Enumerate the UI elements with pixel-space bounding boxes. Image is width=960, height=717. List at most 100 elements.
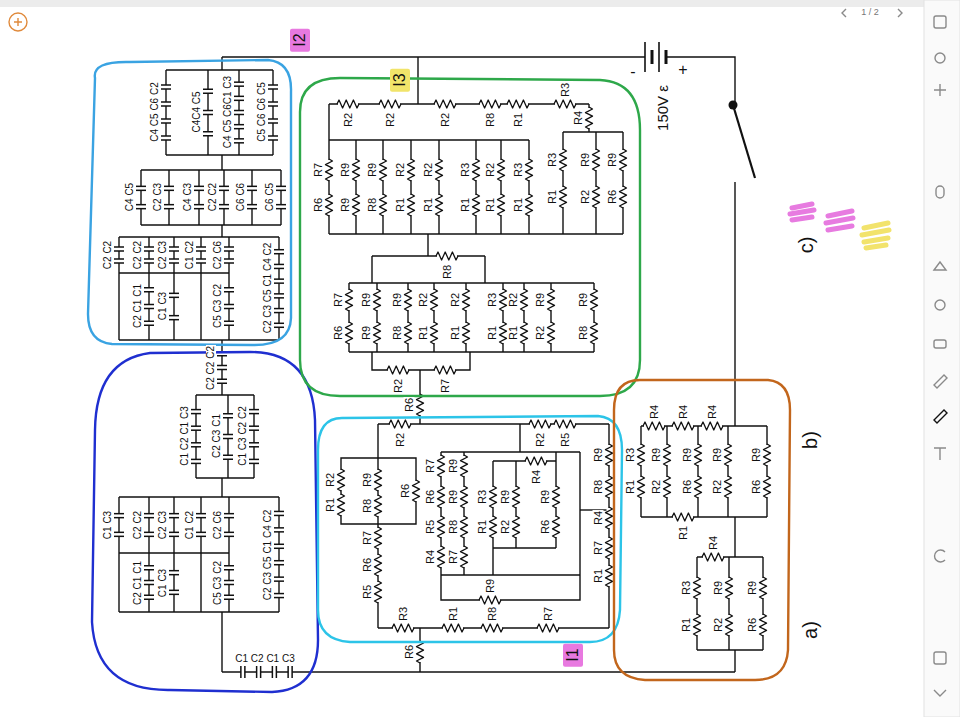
resistor-label: R1 bbox=[395, 197, 406, 213]
capacitor-symbol bbox=[234, 128, 244, 130]
capacitor-symbol bbox=[223, 417, 233, 419]
capacitor-symbol bbox=[144, 287, 154, 289]
wire-gap bbox=[376, 555, 381, 575]
wire-gap bbox=[665, 445, 670, 465]
tool-icon bbox=[934, 410, 947, 423]
resistor-label: R1 bbox=[547, 189, 558, 205]
resistor-symbol bbox=[672, 422, 694, 430]
wire bbox=[410, 140, 411, 234]
wire-gap bbox=[414, 481, 419, 501]
resistor-symbol bbox=[606, 476, 613, 498]
resistor-symbol bbox=[537, 624, 559, 632]
wire bbox=[280, 170, 281, 225]
capacitor-label: C1 C2 bbox=[185, 240, 195, 270]
capacitor-symbol bbox=[161, 84, 171, 86]
wire-gap bbox=[561, 150, 566, 170]
resistor-label: R2 bbox=[651, 479, 662, 495]
resistor-label: R4 bbox=[678, 404, 689, 420]
region-outline bbox=[300, 78, 640, 396]
capacitor-symbol bbox=[268, 135, 278, 137]
wire bbox=[140, 170, 141, 225]
wire-gap bbox=[406, 323, 411, 343]
wire bbox=[595, 132, 596, 234]
wire bbox=[519, 424, 520, 452]
wire-gap bbox=[439, 547, 444, 567]
resistor-label: R3 bbox=[625, 447, 636, 463]
resistor-symbol bbox=[694, 614, 701, 636]
wire bbox=[148, 237, 149, 273]
wire bbox=[253, 395, 254, 478]
capacitor-symbol bbox=[164, 186, 174, 188]
capacitor-symbol bbox=[224, 291, 234, 293]
resistor-label: R9 bbox=[535, 292, 546, 308]
capacitor-symbol bbox=[234, 96, 244, 98]
wire-gap bbox=[514, 487, 519, 507]
resistor-label: R1 bbox=[477, 519, 488, 535]
resistor-symbol bbox=[664, 476, 671, 498]
capacitor-symbol bbox=[144, 246, 154, 248]
wire-gap bbox=[696, 477, 701, 497]
capacitor-label: C2 C2 bbox=[208, 182, 218, 212]
resistor-symbol bbox=[375, 469, 382, 491]
tool-icon bbox=[934, 262, 946, 270]
capacitor-symbol bbox=[169, 246, 179, 248]
wire bbox=[200, 237, 201, 273]
capacitor-symbol bbox=[144, 532, 154, 534]
wire bbox=[165, 70, 166, 155]
resistor-label: R3 bbox=[477, 489, 488, 505]
wire bbox=[329, 139, 529, 140]
capacitor-symbol bbox=[274, 327, 284, 329]
capacitor-symbol bbox=[194, 186, 204, 188]
wire bbox=[734, 650, 735, 672]
capacitor-symbol bbox=[191, 446, 201, 448]
capacitor-label: C4 C5 C6C1 C3 bbox=[223, 75, 233, 149]
wire-gap bbox=[527, 160, 532, 180]
wire bbox=[228, 497, 229, 553]
wire bbox=[349, 351, 594, 352]
capacitor-label: C2 C3 C5 C1 C4 C2 bbox=[263, 509, 273, 602]
resistor-symbol bbox=[338, 494, 345, 516]
wire bbox=[734, 517, 735, 557]
resistor-label: R8 bbox=[485, 112, 496, 128]
wire bbox=[766, 426, 767, 517]
resistor-label: R6 bbox=[747, 617, 758, 633]
resistor-label: R3 bbox=[487, 292, 498, 308]
resistor-symbol bbox=[695, 476, 702, 498]
capacitor-symbol bbox=[274, 593, 284, 595]
resistor-symbol bbox=[346, 289, 353, 311]
wire bbox=[221, 155, 222, 170]
resistor-symbol bbox=[513, 516, 520, 538]
resistor-symbol bbox=[353, 159, 360, 181]
wire-gap bbox=[409, 195, 414, 215]
resistor-label: R9 bbox=[485, 578, 496, 594]
resistor-label: R9 bbox=[540, 489, 551, 505]
resistor-symbol bbox=[481, 624, 503, 632]
resistor-label: R3 bbox=[681, 580, 692, 596]
resistor-symbol bbox=[672, 513, 694, 521]
capacitor-symbol bbox=[114, 536, 124, 538]
wire-gap bbox=[375, 290, 380, 310]
resistor-label: R9 bbox=[340, 197, 351, 213]
capacitor-symbol bbox=[274, 564, 284, 566]
capacitor-symbol bbox=[274, 308, 284, 310]
tool-icon bbox=[936, 186, 944, 198]
wire bbox=[118, 497, 119, 553]
capacitor-symbol bbox=[274, 511, 284, 513]
wire-gap bbox=[439, 456, 444, 476]
resistor-symbol bbox=[436, 194, 443, 216]
capacitor-symbol bbox=[276, 190, 286, 192]
capacitor-symbol bbox=[234, 110, 244, 112]
sign-label: - bbox=[629, 64, 636, 80]
wire-gap bbox=[499, 160, 504, 180]
capacitor-symbol bbox=[144, 536, 154, 538]
wire bbox=[417, 57, 418, 104]
wire-gap bbox=[462, 487, 467, 507]
capacitor-symbol bbox=[234, 81, 244, 83]
capacitor-symbol bbox=[268, 122, 278, 124]
wire bbox=[697, 649, 763, 650]
wire-gap bbox=[527, 195, 532, 215]
wire bbox=[148, 497, 149, 553]
resistor-symbol bbox=[638, 444, 645, 466]
wire-gap bbox=[432, 323, 437, 343]
